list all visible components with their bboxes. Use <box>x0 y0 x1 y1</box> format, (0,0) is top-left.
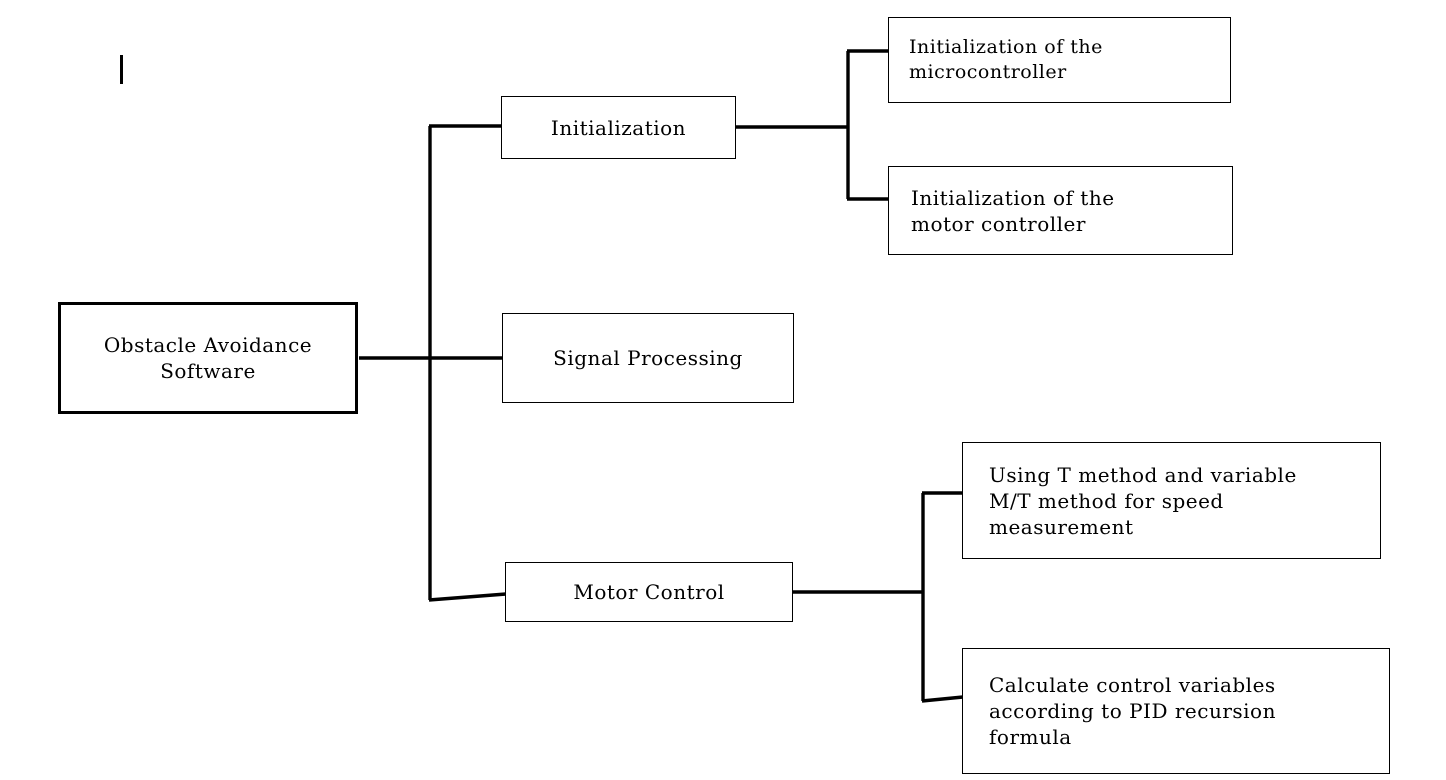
node-label: Motor Control <box>573 580 725 604</box>
connector-to-pid-calculation <box>921 695 964 703</box>
node-initialization-of-the-motor-controller[interactable]: Initialization of the motor controller <box>888 166 1233 255</box>
node-initialization-of-the-microcontroller[interactable]: Initialization of the microcontroller <box>888 17 1231 103</box>
node-speed-measurement[interactable]: Using T method and variable M/T method f… <box>962 442 1381 559</box>
node-label: Initialization of the motor controller <box>911 185 1115 236</box>
node-obstacle-avoidance-software[interactable]: Obstacle Avoidance Software <box>58 302 358 414</box>
node-label: Initialization of the microcontroller <box>909 36 1103 83</box>
node-motor-control[interactable]: Motor Control <box>505 562 793 622</box>
node-label: Using T method and variable M/T method f… <box>989 462 1297 539</box>
node-label: Obstacle Avoidance Software <box>103 333 313 383</box>
node-initialization[interactable]: Initialization <box>501 96 736 159</box>
node-label: Initialization <box>550 115 687 140</box>
connector-trunk-to-motor-control <box>428 592 507 602</box>
node-label: Signal Processing <box>553 346 743 370</box>
node-pid-calculation[interactable]: Calculate control variables according to… <box>962 648 1390 774</box>
node-label: Calculate control variables according to… <box>989 673 1276 749</box>
text-caret-artifact <box>120 55 123 84</box>
node-signal-processing[interactable]: Signal Processing <box>502 313 794 403</box>
